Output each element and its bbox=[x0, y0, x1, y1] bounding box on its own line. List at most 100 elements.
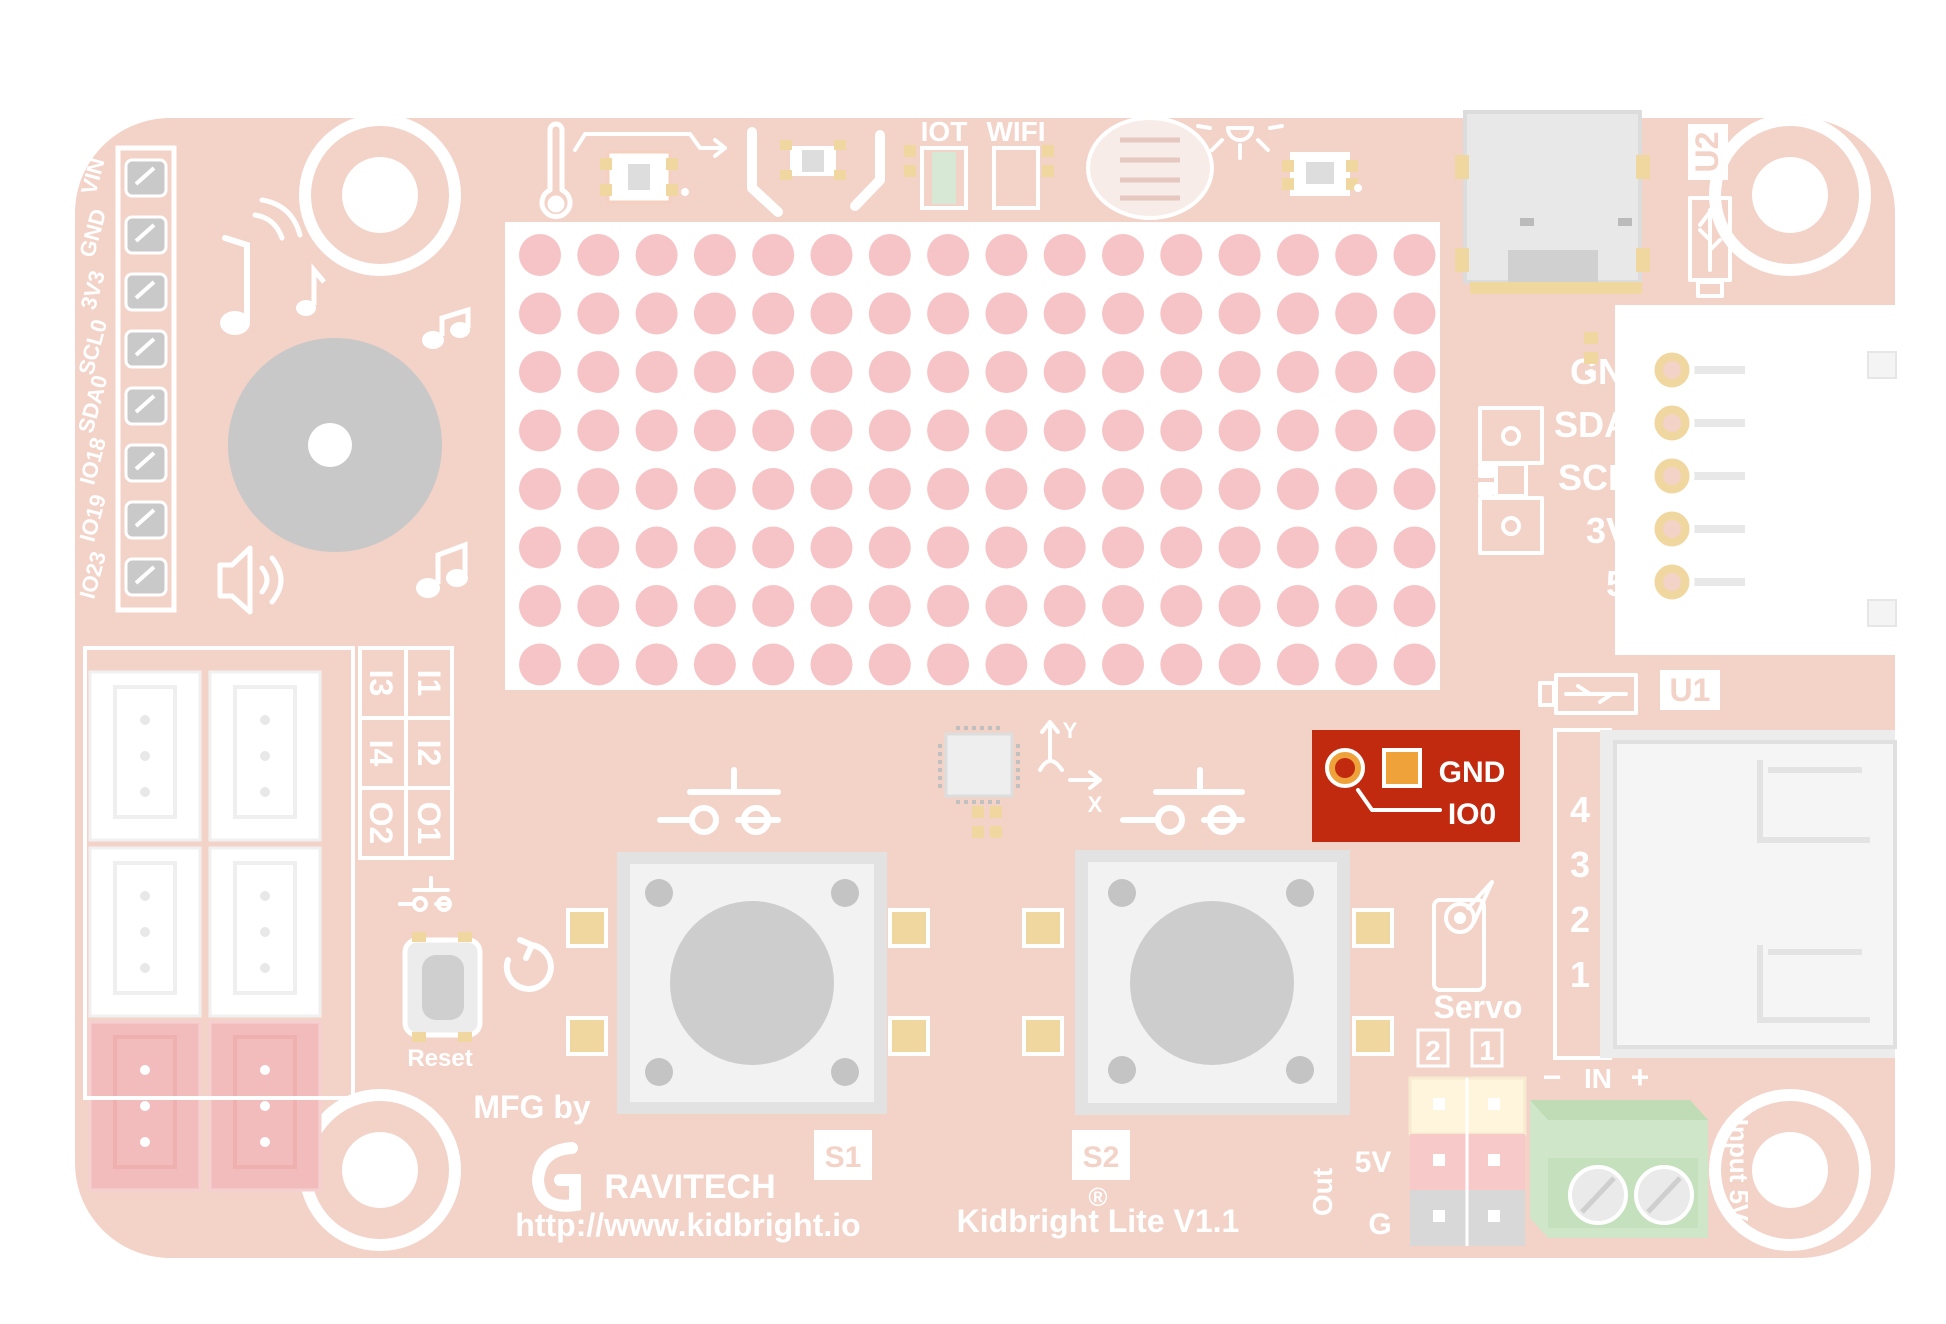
led-r1-c4 bbox=[693, 234, 736, 276]
led-r1-c12 bbox=[1160, 234, 1203, 276]
led-r3-c14 bbox=[1276, 351, 1319, 393]
led-r2-c3 bbox=[635, 292, 678, 335]
led-r7-c13 bbox=[1218, 585, 1261, 627]
led-r5-c8 bbox=[927, 468, 970, 510]
axis-x-label: X bbox=[1088, 792, 1103, 817]
led-r3-c3 bbox=[635, 351, 678, 393]
io-table: I1 I2 O1 I3 I4 O2 bbox=[358, 646, 454, 860]
i2c-label-gnd: GND bbox=[1570, 351, 1650, 392]
led-r2-c2 bbox=[577, 292, 620, 335]
io0-highlight[interactable]: GND IO0 bbox=[1312, 730, 1520, 842]
buzzer bbox=[222, 332, 448, 558]
mounting-hole-top-left bbox=[299, 114, 461, 276]
servo-ch1-label: 1 bbox=[1479, 1035, 1495, 1066]
led-r8-c6 bbox=[810, 643, 853, 686]
led-r3-c6 bbox=[810, 351, 853, 393]
led-r3-c5 bbox=[752, 351, 795, 393]
led-r8-c9 bbox=[985, 643, 1028, 686]
led-r5-c3 bbox=[635, 468, 678, 510]
u2-label-box: U2 bbox=[1688, 124, 1728, 180]
led-r8-c12 bbox=[1160, 643, 1203, 686]
music-notes-icon bbox=[220, 197, 471, 598]
left-pin-io19 bbox=[124, 500, 168, 540]
led-r6-c5 bbox=[752, 526, 795, 569]
led-r5-c15 bbox=[1335, 468, 1378, 510]
terminal-label: Input 5V bbox=[1724, 1119, 1754, 1222]
terminal-block bbox=[1530, 1100, 1708, 1238]
led-r8-c1 bbox=[519, 643, 561, 686]
led-r3-c11 bbox=[1102, 351, 1144, 393]
usb-icon-vertical bbox=[1688, 196, 1732, 298]
url-label: http://www.kidbright.io bbox=[515, 1207, 860, 1243]
led-r2-c16 bbox=[1393, 292, 1436, 335]
led-r2-c12 bbox=[1160, 292, 1203, 335]
led-r1-c3 bbox=[635, 234, 678, 276]
smd-resistor-small bbox=[1584, 332, 1598, 377]
s2-label-box bbox=[1072, 1130, 1130, 1180]
switch-symbol-s2 bbox=[1120, 767, 1245, 835]
accelerometer-chip bbox=[938, 726, 1020, 838]
i2c-label-5v: 5V bbox=[1606, 563, 1650, 604]
led-r7-c3 bbox=[635, 585, 678, 627]
usb-icon-horizontal bbox=[1538, 673, 1638, 715]
io0-label: IO0 bbox=[1448, 798, 1496, 831]
led-r8-c16 bbox=[1393, 643, 1436, 686]
led-r6-c10 bbox=[1043, 526, 1086, 569]
led-r3-c8 bbox=[927, 351, 970, 393]
led-r1-c5 bbox=[752, 234, 795, 276]
led-r4-c5 bbox=[752, 409, 795, 452]
servo-ch2-label: 2 bbox=[1425, 1035, 1441, 1066]
led-r8-c3 bbox=[635, 643, 678, 686]
jst-connector-3 bbox=[88, 846, 202, 1018]
out-5v-label: 5V bbox=[1355, 1146, 1392, 1179]
io-label-i3: I3 bbox=[363, 670, 399, 697]
io-label-i2: I2 bbox=[411, 740, 447, 767]
reset-arrow-icon bbox=[503, 937, 554, 992]
model-label: Kidbright Lite V1.1 bbox=[957, 1203, 1240, 1239]
led-r6-c11 bbox=[1102, 526, 1144, 569]
switch-symbol-s1 bbox=[657, 767, 781, 835]
led-matrix bbox=[519, 234, 1436, 686]
led-r4-c7 bbox=[868, 409, 911, 452]
axis-y-label: Y bbox=[1063, 718, 1078, 743]
led-r5-c6 bbox=[810, 468, 853, 510]
led-r8-c2 bbox=[577, 643, 620, 686]
led-r6-c1 bbox=[519, 526, 561, 569]
led-r3-c12 bbox=[1160, 351, 1203, 393]
led-r8-c13 bbox=[1218, 643, 1261, 686]
led-r1-c10 bbox=[1043, 234, 1086, 276]
u1-label-box bbox=[1660, 670, 1720, 710]
led-r8-c4 bbox=[693, 643, 736, 686]
led-r6-c15 bbox=[1335, 526, 1378, 569]
led-r3-c15 bbox=[1335, 351, 1378, 393]
led-r8-c7 bbox=[868, 643, 911, 686]
led-r5-c13 bbox=[1218, 468, 1261, 510]
led-r4-c10 bbox=[1043, 409, 1086, 452]
bracket-icon bbox=[747, 127, 885, 217]
led-r5-c10 bbox=[1043, 468, 1086, 510]
mounting-hole-bottom-right bbox=[1709, 1089, 1871, 1251]
led-r3-c9 bbox=[985, 351, 1028, 393]
button-s2[interactable] bbox=[1022, 850, 1394, 1115]
i2c-pin-5v bbox=[1649, 559, 1745, 605]
led-r5-c12 bbox=[1160, 468, 1203, 510]
small-chip bbox=[780, 140, 846, 180]
left-pin-scl0 bbox=[124, 329, 168, 369]
left-pin-io18 bbox=[124, 443, 168, 483]
axis-icon bbox=[1038, 720, 1102, 790]
led-r1-c1 bbox=[519, 234, 561, 276]
servo-pin-header bbox=[1408, 1076, 1527, 1246]
led-r2-c5 bbox=[752, 292, 795, 335]
led-r2-c4 bbox=[693, 292, 736, 335]
led-r4-c6 bbox=[810, 409, 853, 452]
led-r8-c8 bbox=[927, 643, 970, 686]
led-r7-c8 bbox=[927, 585, 970, 627]
led-r2-c7 bbox=[868, 292, 911, 335]
io-label-o1: O1 bbox=[411, 802, 447, 845]
button-s1[interactable] bbox=[566, 852, 930, 1114]
led-r8-c10 bbox=[1043, 643, 1086, 686]
led-r2-c14 bbox=[1276, 292, 1319, 335]
s1-label: S1 bbox=[825, 1141, 862, 1174]
mounting-hole-top-right bbox=[1709, 114, 1871, 276]
reset-button[interactable] bbox=[402, 932, 483, 1042]
